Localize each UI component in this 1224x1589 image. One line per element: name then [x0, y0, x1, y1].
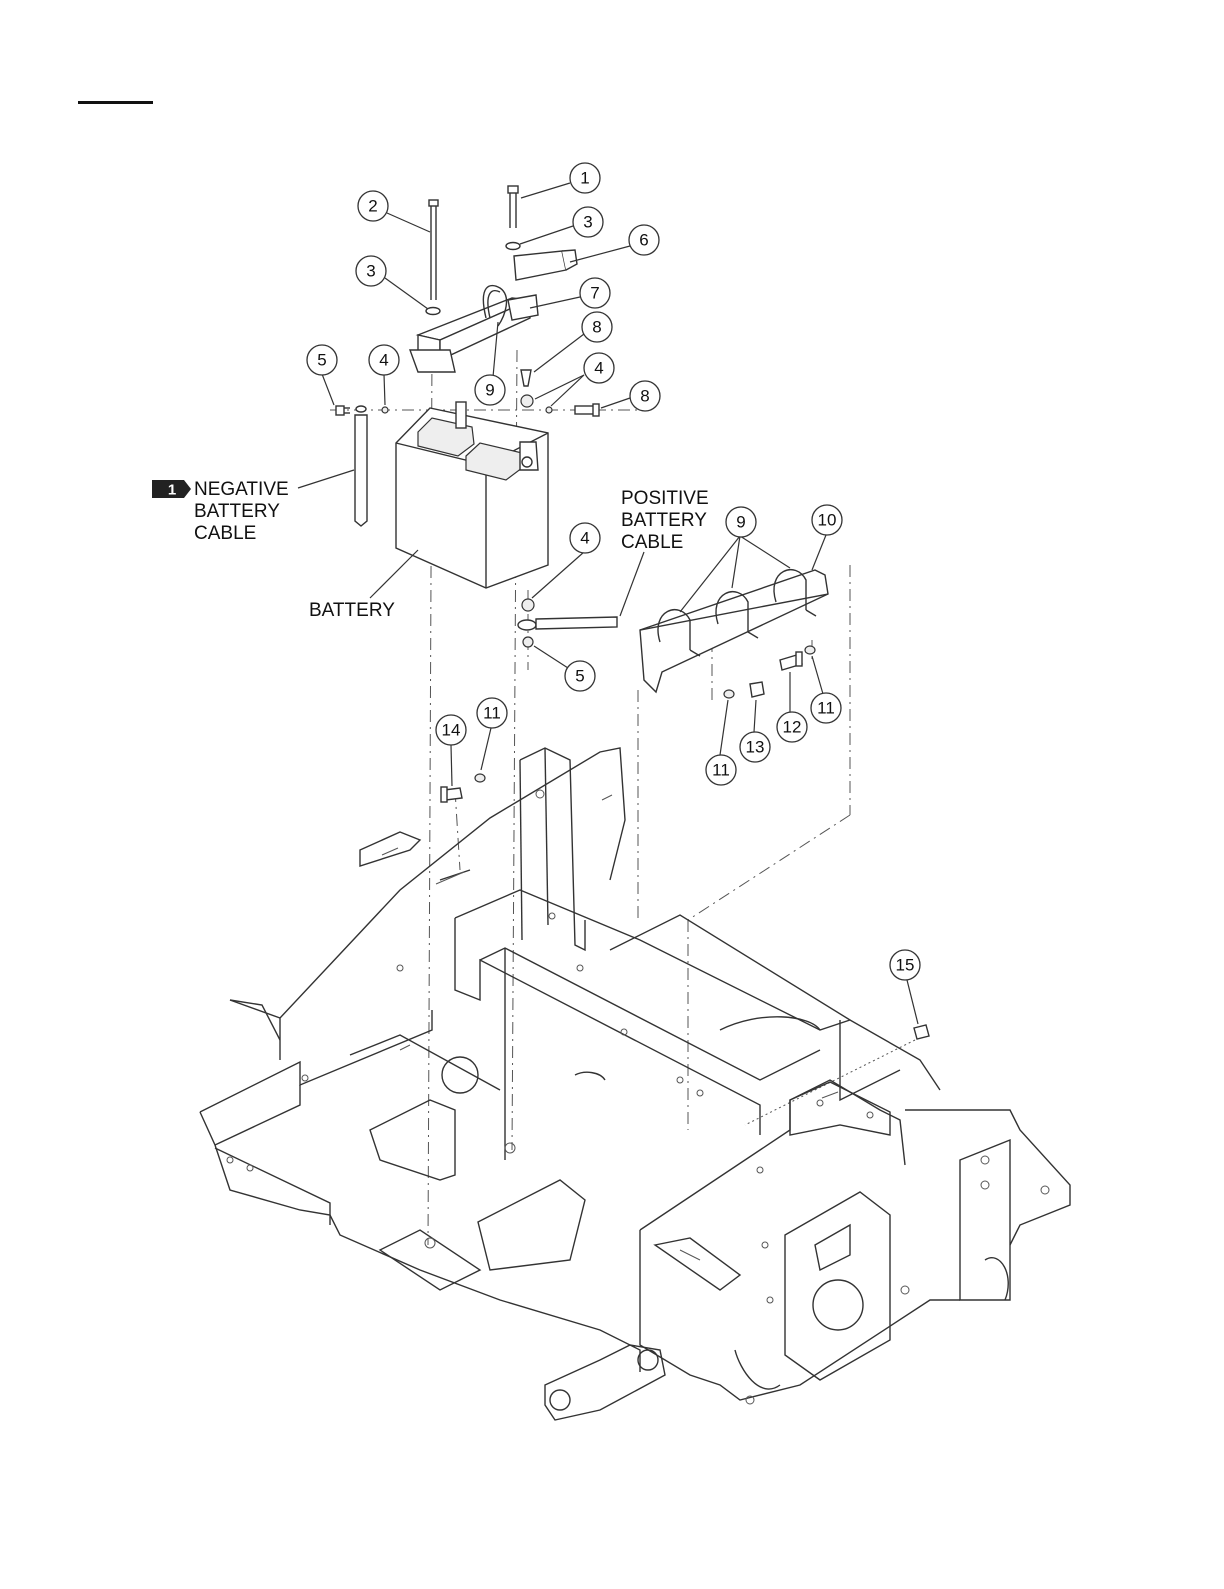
positive-label-line2: BATTERY	[621, 510, 707, 531]
callout-number: 4	[594, 359, 603, 378]
callout-number: 6	[639, 231, 648, 250]
callout-number: 3	[366, 262, 375, 281]
callout: 4	[570, 523, 600, 553]
negative-label-line1: NEGATIVE	[194, 479, 289, 500]
header-rule	[78, 101, 153, 104]
callout-number: 4	[379, 351, 388, 370]
positive-battery-cable	[518, 599, 617, 647]
terminal-hardware-row	[336, 370, 599, 416]
mower-frame	[200, 748, 1070, 1420]
callout: 11	[706, 755, 736, 785]
callout: 4	[369, 345, 399, 375]
callout-number: 8	[640, 387, 649, 406]
callout-number: 9	[485, 381, 494, 400]
callout-number: 3	[583, 213, 592, 232]
callout-number: 5	[317, 351, 326, 370]
callout-number: 11	[817, 699, 835, 718]
callout: 10	[812, 505, 842, 535]
callout: 5	[565, 661, 595, 691]
callout: 9	[726, 507, 756, 537]
positive-label-line1: POSITIVE	[621, 488, 709, 509]
callout-number: 14	[442, 721, 461, 740]
callout: 1	[570, 163, 600, 193]
callout: 2	[358, 191, 388, 221]
callout: 3	[573, 207, 603, 237]
callout: 11	[477, 698, 507, 728]
battery	[396, 402, 548, 588]
callout: 9	[475, 375, 505, 405]
callout: 5	[307, 345, 337, 375]
terminal-boot	[514, 250, 577, 280]
battery-hold-down-bracket	[410, 286, 538, 372]
callout: 8	[582, 312, 612, 342]
callout-number: 15	[896, 956, 915, 975]
callout-number: 4	[580, 529, 589, 548]
cable-mounting-plate	[640, 570, 828, 692]
callout-number: 2	[368, 197, 377, 216]
callout: 13	[740, 732, 770, 762]
hold-down-bolt-short	[508, 186, 518, 228]
callout-number: 1	[580, 169, 589, 188]
negative-label-line3: CABLE	[194, 523, 256, 544]
plate-hardware	[724, 646, 815, 698]
callout: 7	[580, 278, 610, 308]
callout-number: 13	[746, 738, 765, 757]
negative-label-line2: BATTERY	[194, 501, 280, 522]
callout-number: 11	[712, 761, 730, 780]
callout: 14	[436, 715, 466, 745]
callout: 12	[777, 712, 807, 742]
positive-cable-label: POSITIVE BATTERY CABLE	[621, 488, 709, 553]
callout-number: 10	[818, 511, 837, 530]
callout-number: 8	[592, 318, 601, 337]
negative-battery-cable	[355, 406, 367, 526]
callout: 15	[890, 950, 920, 980]
callout-number: 7	[590, 284, 599, 303]
callout: 6	[629, 225, 659, 255]
callout: 11	[811, 693, 841, 723]
callout-number: 11	[483, 704, 501, 723]
positive-label-line3: CABLE	[621, 532, 683, 553]
washer	[506, 243, 520, 250]
callout-number: 12	[783, 718, 802, 737]
callout-number: 9	[736, 513, 745, 532]
callout: 3	[356, 256, 386, 286]
callout: 4	[584, 353, 614, 383]
callout-number: 5	[575, 667, 584, 686]
reference-badge-number: 1	[168, 482, 176, 499]
callout: 8	[630, 381, 660, 411]
hold-down-bolt-long	[429, 200, 438, 300]
negative-cable-label: 1 NEGATIVE BATTERY CABLE	[152, 479, 289, 544]
battery-label: BATTERY	[309, 600, 395, 621]
